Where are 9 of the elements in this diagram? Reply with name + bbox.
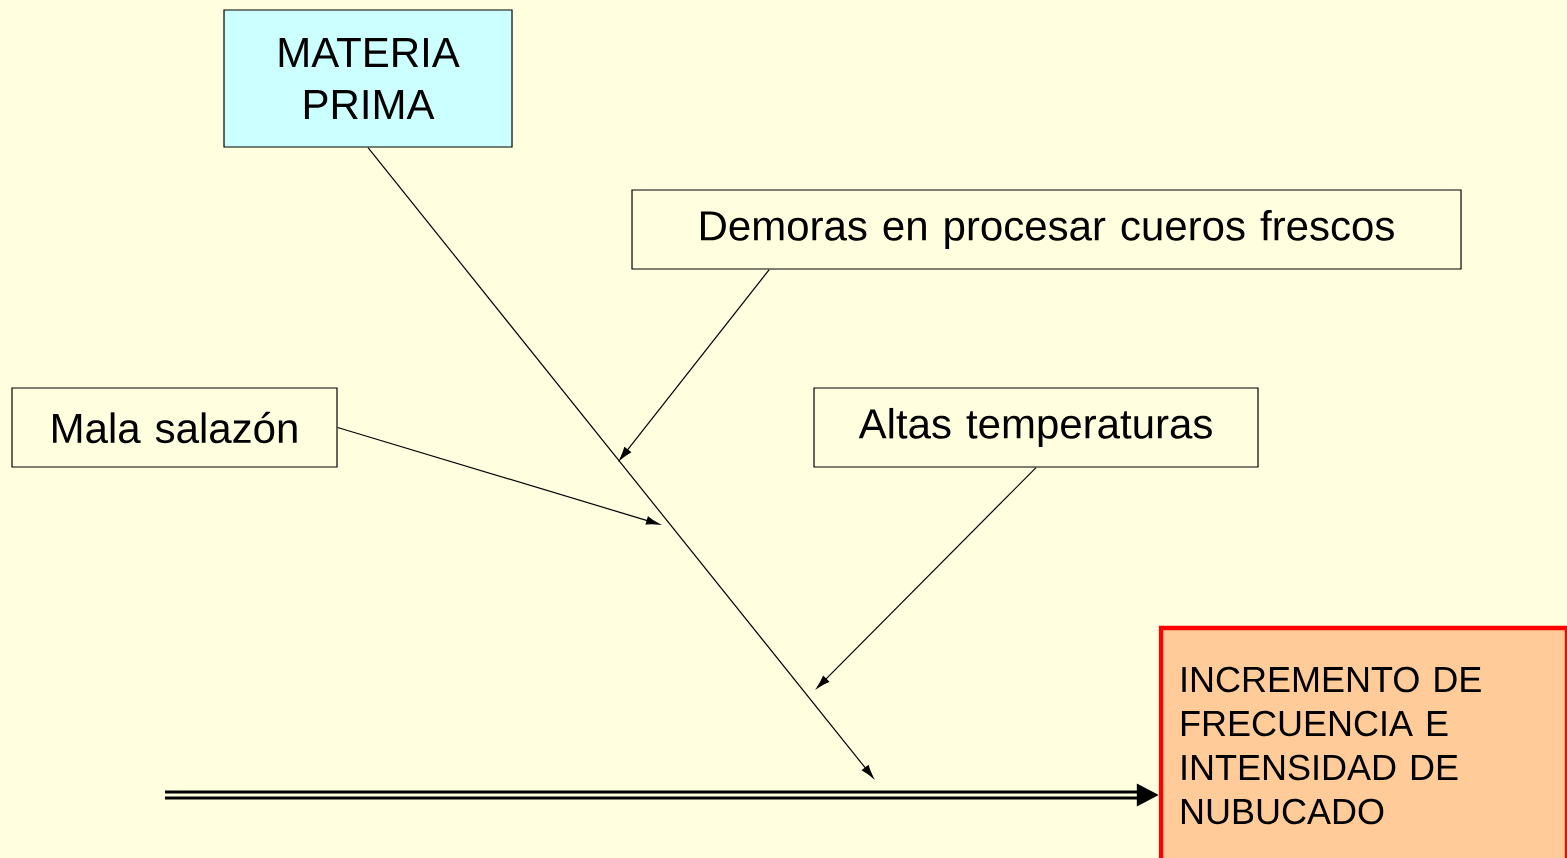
text-box: Mala salazón bbox=[11, 387, 338, 468]
text-box: Altas temperaturas bbox=[813, 387, 1259, 468]
arrow bbox=[337, 426, 660, 525]
text-box: MATERIA PRIMA bbox=[223, 9, 513, 148]
arrow bbox=[816, 467, 1037, 689]
arrow bbox=[367, 147, 874, 779]
arrow bbox=[619, 269, 770, 461]
text-box: INCREMENTO DE FRECUENCIA E INTENSIDAD DE NUBUCADO bbox=[1158, 625, 1567, 858]
text-box: Demoras en procesar cueros frescos bbox=[631, 189, 1462, 270]
